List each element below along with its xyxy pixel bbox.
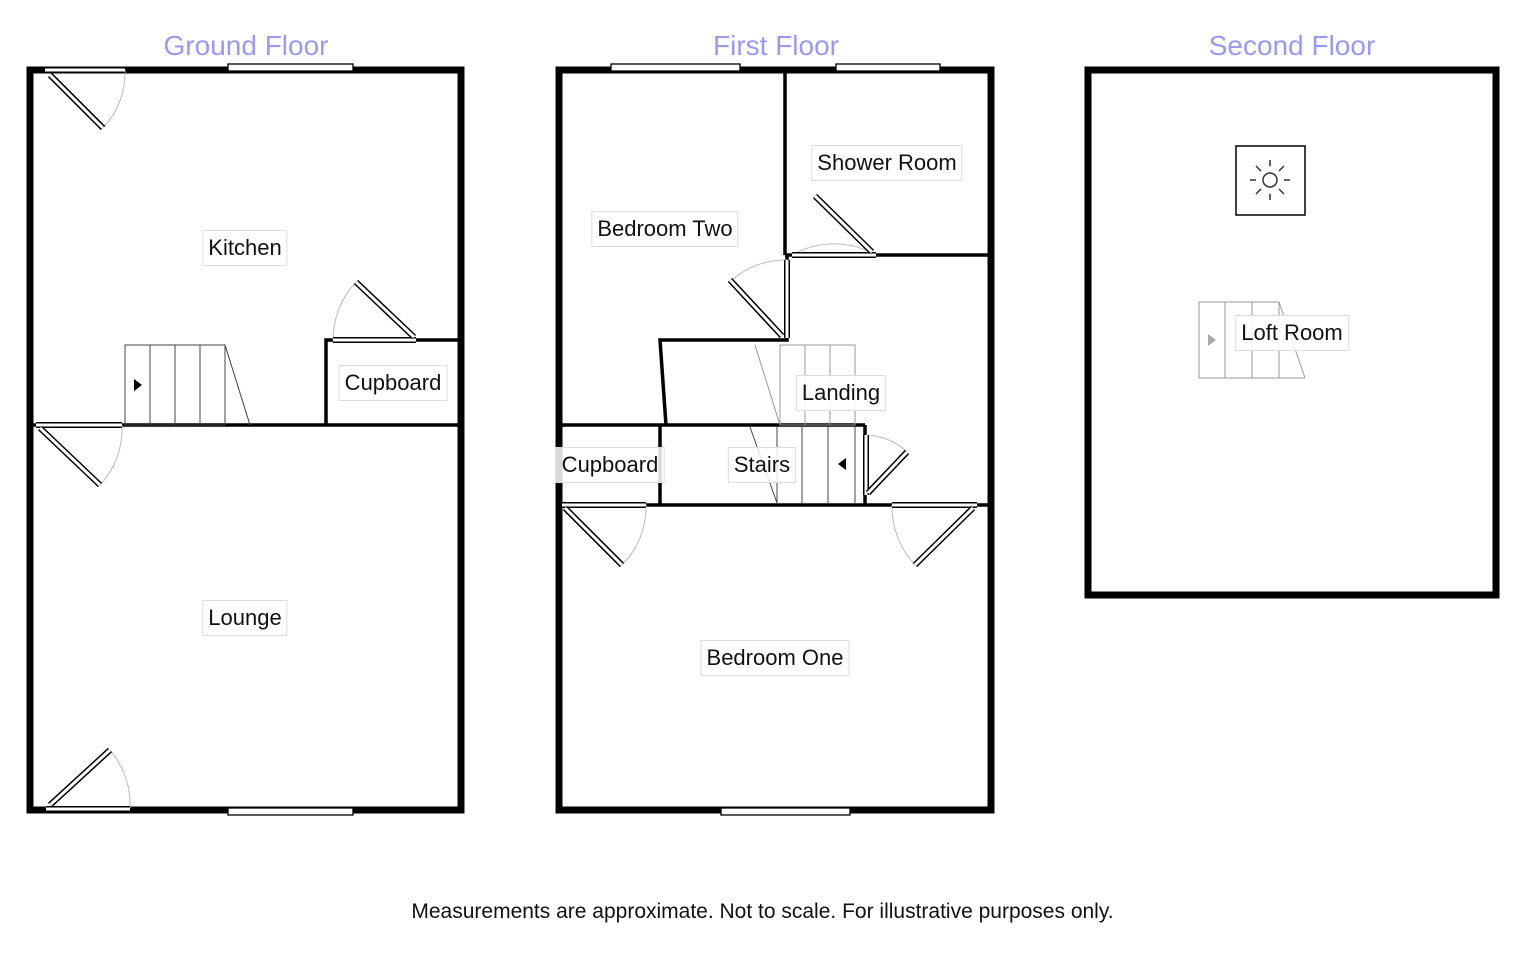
first-outer-wall [555, 66, 995, 814]
room-label-bedroom-one: Bedroom One [700, 640, 850, 676]
room-label-lounge: Lounge [202, 600, 288, 636]
room-label-landing: Landing [795, 375, 887, 411]
room-label-cupboard: Cupboard [338, 365, 448, 401]
skylight-sun-icon [1235, 145, 1306, 216]
room-label-stairs: Stairs [727, 447, 797, 483]
room-label-loft-room: Loft Room [1235, 315, 1349, 351]
ground-floor-title: Ground Floor [163, 30, 329, 61]
door-icon [727, 259, 790, 339]
room-label-bedroom-two: Bedroom Two [591, 211, 739, 247]
room-label-kitchen: Kitchen [202, 230, 288, 266]
door-icon [46, 747, 131, 812]
stairs-icon [124, 344, 251, 426]
ground-outer-wall [26, 66, 465, 814]
first-floor-title: First Floor [713, 30, 839, 61]
door-icon [791, 193, 877, 258]
window [227, 63, 354, 72]
door-icon [332, 279, 417, 343]
door-icon [562, 502, 647, 568]
window [227, 807, 354, 816]
second-outer-wall [1084, 66, 1500, 599]
door-icon [45, 67, 126, 131]
door-icon [863, 434, 910, 496]
ground-floor-plan [26, 63, 465, 816]
room-label-cupboard: Cupboard [555, 447, 665, 483]
window [610, 63, 741, 72]
room-label-shower-room: Shower Room [811, 145, 963, 181]
disclaimer-footer: Measurements are approximate. Not to sca… [411, 900, 1114, 923]
second-floor-title: Second Floor [1208, 30, 1376, 61]
door-icon [36, 422, 123, 488]
second-floor-plan [1084, 66, 1500, 599]
bedroom-two-wall [658, 255, 789, 426]
window [835, 63, 941, 72]
door-icon [891, 502, 977, 568]
window [720, 807, 851, 816]
